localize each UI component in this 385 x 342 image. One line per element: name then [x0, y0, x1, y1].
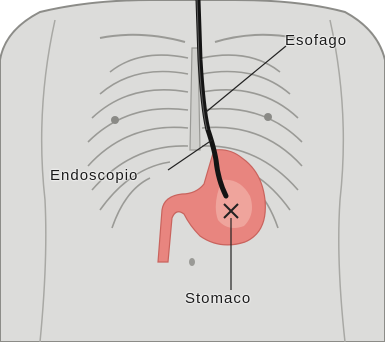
left-nipple: [111, 116, 119, 124]
esofago-label: Esofago: [285, 33, 347, 48]
right-nipple: [264, 113, 272, 121]
stomaco-label: Stomaco: [185, 291, 251, 306]
endoscopio-label: Endoscopio: [50, 168, 138, 183]
navel: [189, 258, 195, 266]
